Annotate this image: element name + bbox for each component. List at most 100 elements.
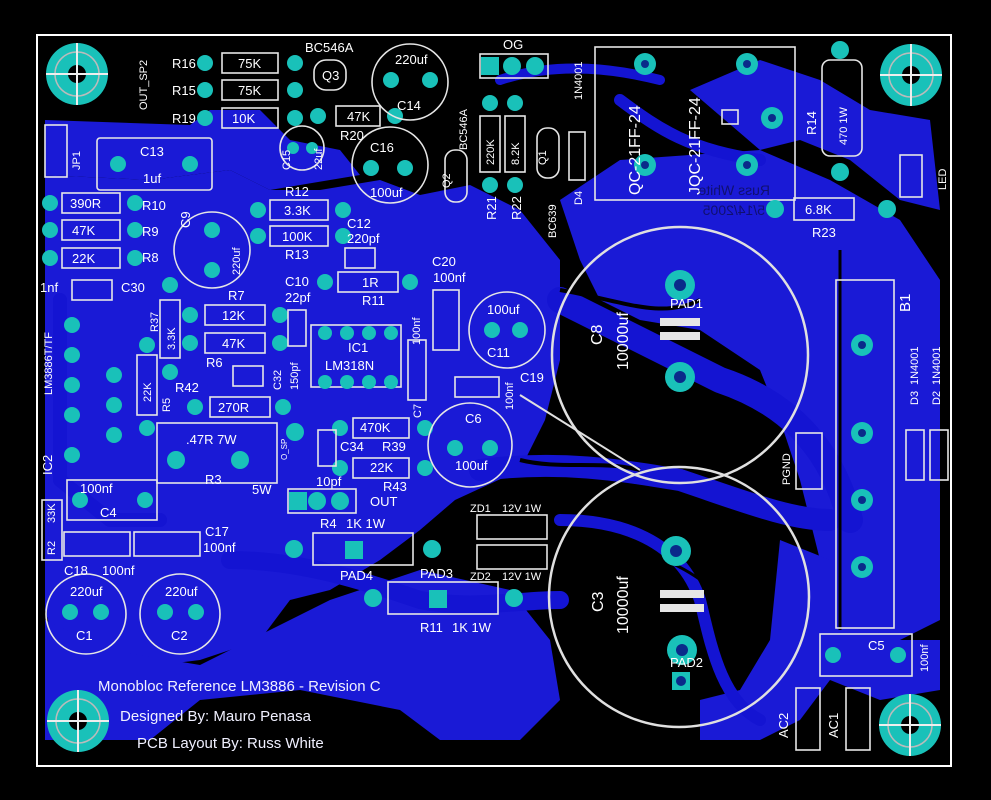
label-r9-value: 47K [72,223,95,238]
label-r22-value: 8.2K [510,142,522,165]
label-r8-value: 22K [72,251,95,266]
label-r9: R9 [142,224,159,239]
label-c10-value: 22pf [285,290,311,305]
label-ac2: AC2 [776,713,791,738]
label-r39: R39 [382,439,406,454]
label-lm3886: LM3886T/TF [43,332,55,395]
label-c18-value: 100nf [102,563,135,578]
label-c3: C3 [590,591,607,612]
label-c8: C8 [589,324,606,345]
label-ic2: IC2 [40,455,55,475]
label-zd2-value: 12V 1W [502,571,542,583]
label-r42: R42 [175,380,199,395]
label-r15: R15 [172,83,196,98]
label-r43: R43 [383,479,407,494]
label-r10: R10 [142,198,166,213]
label-r16-value: 75K [238,56,261,71]
label-ic1: IC1 [348,340,368,355]
credit-title: Monobloc Reference LM3886 - Revision C [98,678,381,695]
label-c11-value: 100uf [487,302,520,317]
label-r6-value: 47K [222,336,245,351]
mounting-hole-icon [880,44,942,106]
bridge-b1 [835,279,895,629]
label-d2-value: 1N4001 [931,346,943,385]
label-r19: R19 [172,111,196,126]
label-c18: C18 [64,563,88,578]
label-c9: C9 [178,211,193,228]
label-r43-value: 22K [370,460,393,475]
label-d2: D2 [931,391,943,405]
label-c16-value: 100uf [370,185,403,200]
label-c5-value: 100nf [919,644,931,672]
label-o-sp: O_SP [280,439,289,460]
label-r21-value: 220K [485,139,497,165]
label-jp1: JP1 [71,151,83,170]
label-c9-value: 220uf [231,247,243,275]
label-relay-qc: QC-21FF-24 [627,105,644,195]
label-q2: Q2 [441,173,453,188]
label-r12-value: 3.3K [284,203,311,218]
label-c14: C14 [397,98,421,113]
label-r19-value: 10K [232,111,255,126]
label-c32-value: 150pf [289,362,301,390]
small-components [44,43,949,751]
label-1r: 1R [362,275,379,290]
label-r23: R23 [812,225,836,240]
label-c34: C34 [340,439,364,454]
label-bc639: BC639 [547,204,559,238]
label-c6: C6 [465,411,482,426]
label-russ-white-mirrored: Russ White [698,182,770,198]
label-r42-value: 270R [218,400,249,415]
label-c20: C20 [432,254,456,269]
label-r3-watts: 5W [252,482,272,497]
label-c1-value: 220uf [70,584,103,599]
label-r23-value: 6.8K [805,202,832,217]
label-r4-value: 1K 1W [346,516,386,531]
label-c2-value: 220uf [165,584,198,599]
label-r2: R2 [46,541,58,555]
label-r10-value: 390R [70,196,101,211]
label-r8: R8 [142,250,159,265]
label-led: LED [937,169,949,190]
label-bc546a-q3: BC546A [305,40,354,55]
label-r14-value: 470 1W [838,106,850,145]
label-c14-value: 220uf [395,52,428,67]
label-c12-value: 220pf [347,231,380,246]
label-c16: C16 [370,140,394,155]
label-r21: R21 [484,196,499,220]
label-c2: C2 [171,628,188,643]
mounting-hole-icon [46,43,108,105]
label-q3: Q3 [322,68,339,83]
label-pgnd: PGND [781,453,793,485]
label-c15: C15 [281,150,293,170]
label-c30-value: 1nf [40,280,58,295]
label-r16: R16 [172,56,196,71]
resistor-bodies [41,41,896,615]
label-c13: C13 [140,144,164,159]
label-r20: R20 [340,128,364,143]
label-c20-value: 100nf [433,270,466,285]
label-r13-value: 100K [282,229,313,244]
label-r12: R12 [285,184,309,199]
label-r11-1w: R11 [420,620,443,635]
label-r2-value: 33K [46,503,58,523]
label-q1: Q1 [537,150,549,165]
label-zd1-value: 12V 1W [502,503,542,515]
ic-pins [64,317,398,463]
label-zd2: ZD2 [470,571,491,583]
label-date-mirrored: 5/14/2005 [703,202,765,218]
label-ic1-value: LM318N [325,358,374,373]
label-out-sp2: OUT_SP2 [138,60,150,110]
capacitor-c8 [550,225,810,485]
label-out: OUT [370,494,398,509]
label-c13-value: 1uf [143,171,161,186]
label-c34-value: 10pf [316,474,342,489]
label-b1: B1 [897,294,914,312]
label-r7-value: 12K [222,308,245,323]
label-c12: C12 [347,216,371,231]
credit-designer: Designed By: Mauro Penasa [120,708,312,725]
label-c7-value: 100nf [411,317,423,345]
label-r3-box: .47R 7W [186,432,237,447]
label-c5: C5 [868,638,885,653]
